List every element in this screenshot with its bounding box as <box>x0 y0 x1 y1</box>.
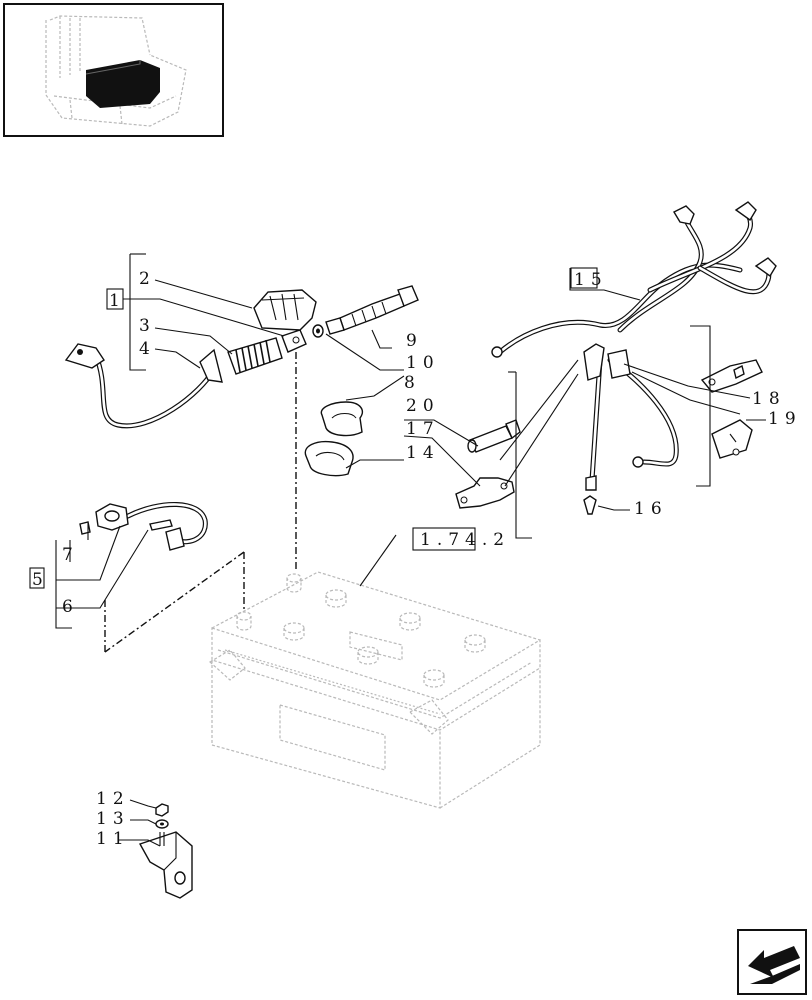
callout-1[interactable]: 1 <box>109 291 126 311</box>
fuse-holder-17[interactable] <box>455 477 515 509</box>
callout-7[interactable]: 7 <box>62 545 79 565</box>
bolt-nut-9[interactable] <box>325 285 419 335</box>
cable-tie-14[interactable] <box>304 440 354 477</box>
callout-3[interactable]: 3 <box>139 316 156 336</box>
next-page-arrow-icon[interactable] <box>737 929 807 995</box>
callout-19[interactable]: 19 <box>768 409 802 429</box>
relay-18[interactable] <box>700 359 763 393</box>
callout-11[interactable]: 11 <box>96 829 130 849</box>
callout-18[interactable]: 18 <box>752 389 786 409</box>
callout-13[interactable]: 13 <box>96 809 130 829</box>
leader-lines <box>55 253 766 847</box>
bracket-11[interactable] <box>138 831 193 899</box>
callout-4[interactable]: 4 <box>139 339 156 359</box>
callout-17[interactable]: 17 <box>406 419 440 439</box>
nut-12[interactable] <box>155 803 169 817</box>
callout-2[interactable]: 2 <box>139 269 156 289</box>
location-thumbnail[interactable] <box>3 3 224 137</box>
spring-clamp[interactable] <box>199 329 307 383</box>
washer-13[interactable] <box>155 819 169 829</box>
screw-16[interactable] <box>583 495 597 515</box>
callout-10[interactable]: 10 <box>406 353 440 373</box>
callout-5[interactable]: 5 <box>32 570 49 590</box>
positive-cable[interactable] <box>64 343 218 429</box>
callout-12[interactable]: 12 <box>96 789 130 809</box>
washer-10[interactable] <box>312 324 324 338</box>
callout-6[interactable]: 6 <box>62 597 79 617</box>
fuse-20[interactable] <box>467 419 521 453</box>
callout-15[interactable]: 15 <box>574 270 608 290</box>
callout-9[interactable]: 9 <box>406 331 423 351</box>
callout-14[interactable]: 14 <box>406 443 440 463</box>
callout-16[interactable]: 16 <box>634 499 668 519</box>
reference-link[interactable]: 1.74.2 <box>420 530 510 550</box>
wiring-harness-15[interactable] <box>491 201 777 491</box>
callout-20[interactable]: 20 <box>406 396 440 416</box>
connection-lines <box>104 352 297 653</box>
battery-caps <box>236 573 486 688</box>
battery <box>208 571 541 809</box>
cover-19[interactable] <box>711 419 753 459</box>
callout-8[interactable]: 8 <box>404 373 421 393</box>
battery-highlight <box>86 60 160 108</box>
terminal-cover[interactable] <box>253 289 317 331</box>
negative-cable[interactable] <box>79 502 208 551</box>
cable-tie-8[interactable] <box>320 401 364 437</box>
